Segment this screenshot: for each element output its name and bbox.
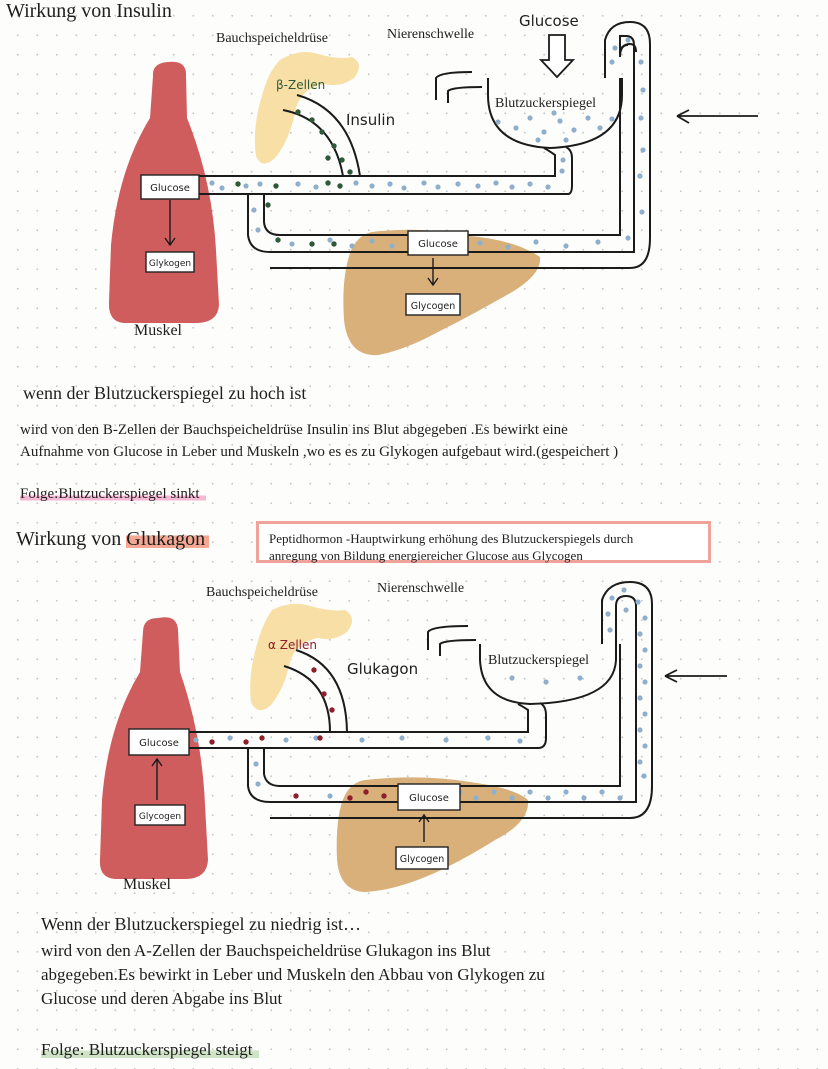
muscle-glucose-label-2: Glucose [139,738,179,749]
section2-body-line2: abgegeben.Es bewirkt in Leber und Muskel… [41,965,545,984]
blood-sugar-bowl-2 [479,644,617,706]
beta-cells-label: β-Zellen [276,78,326,92]
glucose-input-arrow [538,34,576,79]
section1-body-line2: Aufnahme von Glucose in Leber und Muskel… [20,444,619,460]
section2-title: Wirkung von Glukagon [16,528,210,551]
pancreas-label: Bauchspeicheldrüse [216,31,328,46]
section1-result: Folge:Blutzuckerspiegel sinkt [20,486,206,502]
muscle-label-2: Muskel [123,876,171,893]
glucose-dots-2 [193,587,648,801]
liver-arrow-2 [418,813,430,842]
kidney-threshold-label-2: Nierenschwelle [377,581,465,596]
section2-heading: Wenn der Blutzuckerspiegel zu niedrig is… [41,914,361,934]
insulin-diagram: Glucose Glykogen Glucose Glycogen [108,20,758,356]
liver-glycogen-box [405,293,461,316]
muscle-arrow-2 [151,757,163,800]
liver-glucose-label-2: Glucose [409,793,449,804]
liver-glycogen-box-2 [395,846,449,870]
blood-sugar-level-label-2: Blutzuckerspiegel [488,653,590,668]
muscle-arrow [164,200,176,247]
liver-arrow [427,258,439,287]
section2-title-highlight: Glukagon [126,528,210,550]
section2-title-prefix: Wirkung von [16,528,127,550]
liver-glucose-label: Glucose [418,239,458,250]
blood-sugar-bowl [487,78,623,150]
pancreas-shape [254,52,360,164]
callout-line1: Peptidhormon -Hauptwirkung erhöhung des … [269,531,634,546]
section1-title: Wirkung von Insulin [6,0,172,22]
kidney-threshold-label: Nierenschwelle [387,27,475,42]
glucagon-callout: Peptidhormon -Hauptwirkung erhöhung des … [256,521,711,563]
section2-body-line1: wird von den A-Zellen der Bauchspeicheld… [41,941,491,960]
muscle-label: Muskel [134,322,182,339]
glucose-input-label: Glucose [519,12,579,30]
liver-glycogen-label: Glycogen [411,301,456,312]
section1-heading: wenn der Blutzuckerspiegel zu hoch ist [23,383,307,403]
muscle-glucose-box [140,174,200,200]
glucose-dots [209,37,646,250]
muscle-glucose-box-2 [128,728,190,756]
insulin-label: Insulin [346,111,396,129]
pancreas-shape-2 [250,603,353,711]
muscle-glycogen-box [145,251,195,273]
muscle-glycogen-box-2 [134,804,186,826]
muscle-glucose-label: Glucose [150,183,190,194]
side-arrow [676,109,758,124]
liver-glucose-box-2 [397,783,461,811]
blood-sugar-level-label: Blutzuckerspiegel [495,96,597,111]
liver-shape [343,229,541,356]
pancreas-label-2: Bauchspeicheldrüse [206,585,318,600]
liver-shape-2 [336,777,529,892]
liver-glucose-box [407,230,469,256]
muscle-glycogen-label: Glykogen [149,259,191,269]
alpha-cells-label: α Zellen [268,638,317,652]
glucagon-label: Glukagon [347,660,419,678]
side-arrow-2 [664,669,727,683]
section2-body-line3: Glucose und deren Abgabe ins Blut [41,989,283,1008]
callout-line2: anregung von Bildung energiereicher Gluc… [269,548,583,563]
liver-glycogen-label-2: Glycogen [400,854,445,865]
kidney-threshold-marker-2 [427,625,477,656]
kidney-threshold-marker [435,71,483,103]
section1-body-line1: wird von den B-Zellen der Bauchspeicheld… [20,422,568,438]
blood-vessels-2 [188,580,653,819]
glucagon-diagram: Glucose Glycogen Glucose Glycogen [99,580,727,892]
insulin-dots [235,109,353,247]
muscle-glycogen-label-2: Glycogen [139,812,181,822]
section2-result: Folge: Blutzuckerspiegel steigt [41,1040,259,1059]
glucagon-dots [209,667,387,801]
